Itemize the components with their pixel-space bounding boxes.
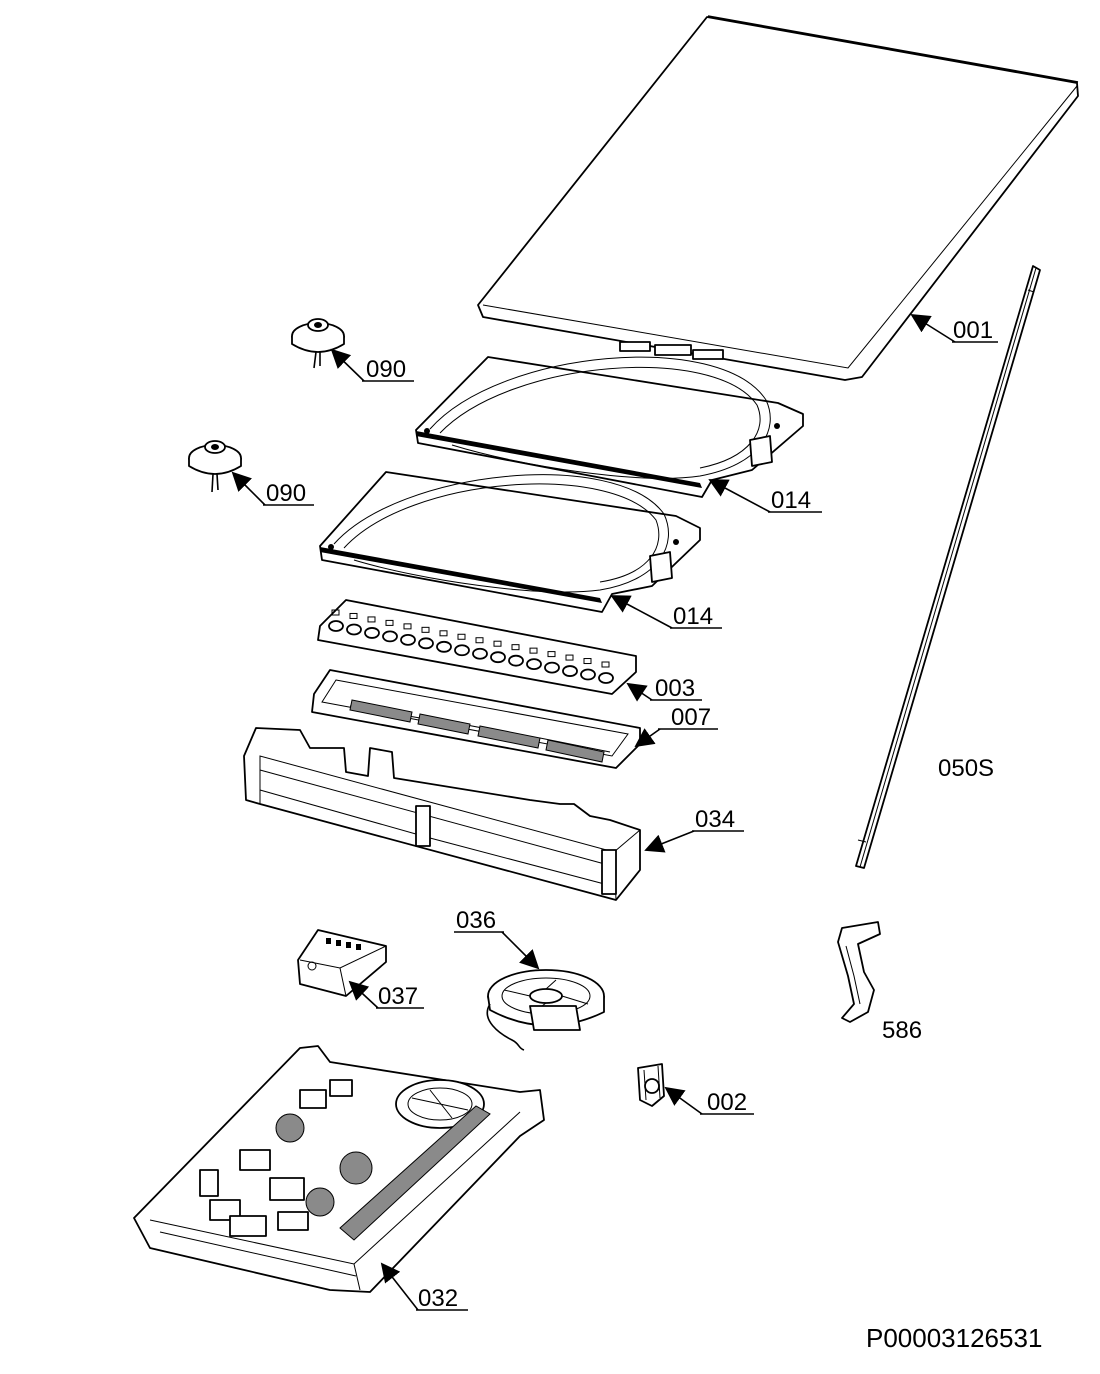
board-component bbox=[299, 1089, 327, 1109]
board-component bbox=[239, 1149, 271, 1171]
pcb-led bbox=[511, 644, 520, 651]
terminal-block[interactable] bbox=[297, 929, 387, 997]
label-036-text: 036 bbox=[456, 907, 496, 934]
board-component bbox=[229, 1215, 267, 1237]
pcb-led bbox=[529, 647, 538, 654]
label-007: 007 bbox=[634, 704, 718, 748]
label-034-text: 034 bbox=[695, 806, 735, 833]
label-032-text: 032 bbox=[418, 1285, 458, 1312]
pcb-touch-key bbox=[490, 651, 506, 664]
pcb-touch-key bbox=[454, 644, 470, 657]
label-002: 002 bbox=[664, 1086, 754, 1116]
temperature-sensor-upper[interactable] bbox=[291, 318, 345, 369]
board-component bbox=[329, 1079, 353, 1097]
board-component bbox=[199, 1169, 219, 1197]
label-090-lower-text: 090 bbox=[266, 480, 306, 507]
pcb-led bbox=[349, 612, 358, 619]
control-pcb[interactable] bbox=[317, 599, 637, 695]
pcb-led bbox=[493, 640, 502, 647]
pcb-led bbox=[475, 637, 484, 644]
label-034: 034 bbox=[644, 806, 744, 853]
pcb-touch-key bbox=[328, 620, 344, 632]
label-090-lower: 090 bbox=[231, 471, 314, 507]
pcb-led bbox=[367, 616, 376, 623]
label-586-text: 586 bbox=[882, 1017, 922, 1044]
board-component bbox=[209, 1199, 241, 1221]
pcb-touch-key bbox=[526, 658, 542, 671]
label-007-text: 007 bbox=[671, 704, 711, 731]
pcb-touch-key bbox=[382, 630, 398, 643]
cooling-fan[interactable] bbox=[486, 969, 605, 1051]
pcb-touch-key bbox=[562, 665, 578, 677]
pcb-led bbox=[583, 658, 592, 665]
glass-ceramic-panel[interactable] bbox=[477, 15, 1079, 381]
pcb-led bbox=[565, 654, 574, 661]
control-housing[interactable] bbox=[243, 727, 641, 901]
label-090-upper: 090 bbox=[330, 348, 414, 383]
cable-clip[interactable] bbox=[637, 1063, 665, 1107]
label-014-lower: 014 bbox=[610, 595, 722, 630]
label-014-lower-text: 014 bbox=[673, 603, 713, 630]
label-002-text: 002 bbox=[707, 1089, 747, 1116]
pcb-touch-key bbox=[544, 661, 560, 674]
board-component bbox=[269, 1177, 305, 1201]
pcb-touch-key bbox=[400, 633, 416, 646]
pcb-led bbox=[457, 633, 466, 640]
label-050s-text: 050S bbox=[938, 755, 994, 782]
pcb-touch-key bbox=[364, 627, 380, 639]
pcb-touch-key bbox=[418, 637, 434, 650]
label-003-text: 003 bbox=[655, 675, 695, 702]
pcb-touch-key bbox=[346, 623, 362, 636]
label-032: 032 bbox=[380, 1262, 468, 1312]
pcb-led bbox=[331, 609, 340, 616]
label-003: 003 bbox=[626, 675, 702, 702]
label-001-text: 001 bbox=[953, 317, 993, 344]
label-001: 001 bbox=[910, 313, 998, 344]
label-037-text: 037 bbox=[378, 983, 418, 1010]
label-036: 036 bbox=[454, 907, 540, 970]
pcb-led bbox=[601, 661, 610, 668]
mounting-bracket[interactable] bbox=[837, 921, 881, 1023]
pcb-led bbox=[439, 630, 448, 637]
pcb-touch-key bbox=[580, 668, 596, 681]
label-014-upper: 014 bbox=[708, 479, 822, 514]
pcb-led bbox=[403, 623, 412, 630]
board-component bbox=[277, 1211, 309, 1231]
seal-strip[interactable] bbox=[855, 265, 1041, 869]
pcb-led bbox=[547, 651, 556, 658]
coil-support-plate-lower[interactable] bbox=[319, 471, 701, 613]
pcb-led bbox=[385, 619, 394, 626]
coil-support-plate-upper[interactable] bbox=[415, 356, 804, 498]
pcb-led bbox=[421, 626, 430, 633]
pcb-touch-key bbox=[472, 647, 488, 660]
pcb-touch-key bbox=[508, 654, 524, 667]
pcb-touch-key bbox=[598, 672, 614, 684]
label-014-upper-text: 014 bbox=[771, 487, 811, 514]
power-board-assembly[interactable] bbox=[133, 1045, 545, 1293]
pcb-touch-key bbox=[436, 640, 452, 653]
label-090-upper-text: 090 bbox=[366, 356, 406, 383]
label-037: 037 bbox=[348, 980, 424, 1010]
temperature-sensor-lower[interactable] bbox=[188, 440, 242, 493]
document-code: P00003126531 bbox=[866, 1323, 1042, 1353]
pcb-carrier-frame[interactable] bbox=[311, 669, 641, 769]
